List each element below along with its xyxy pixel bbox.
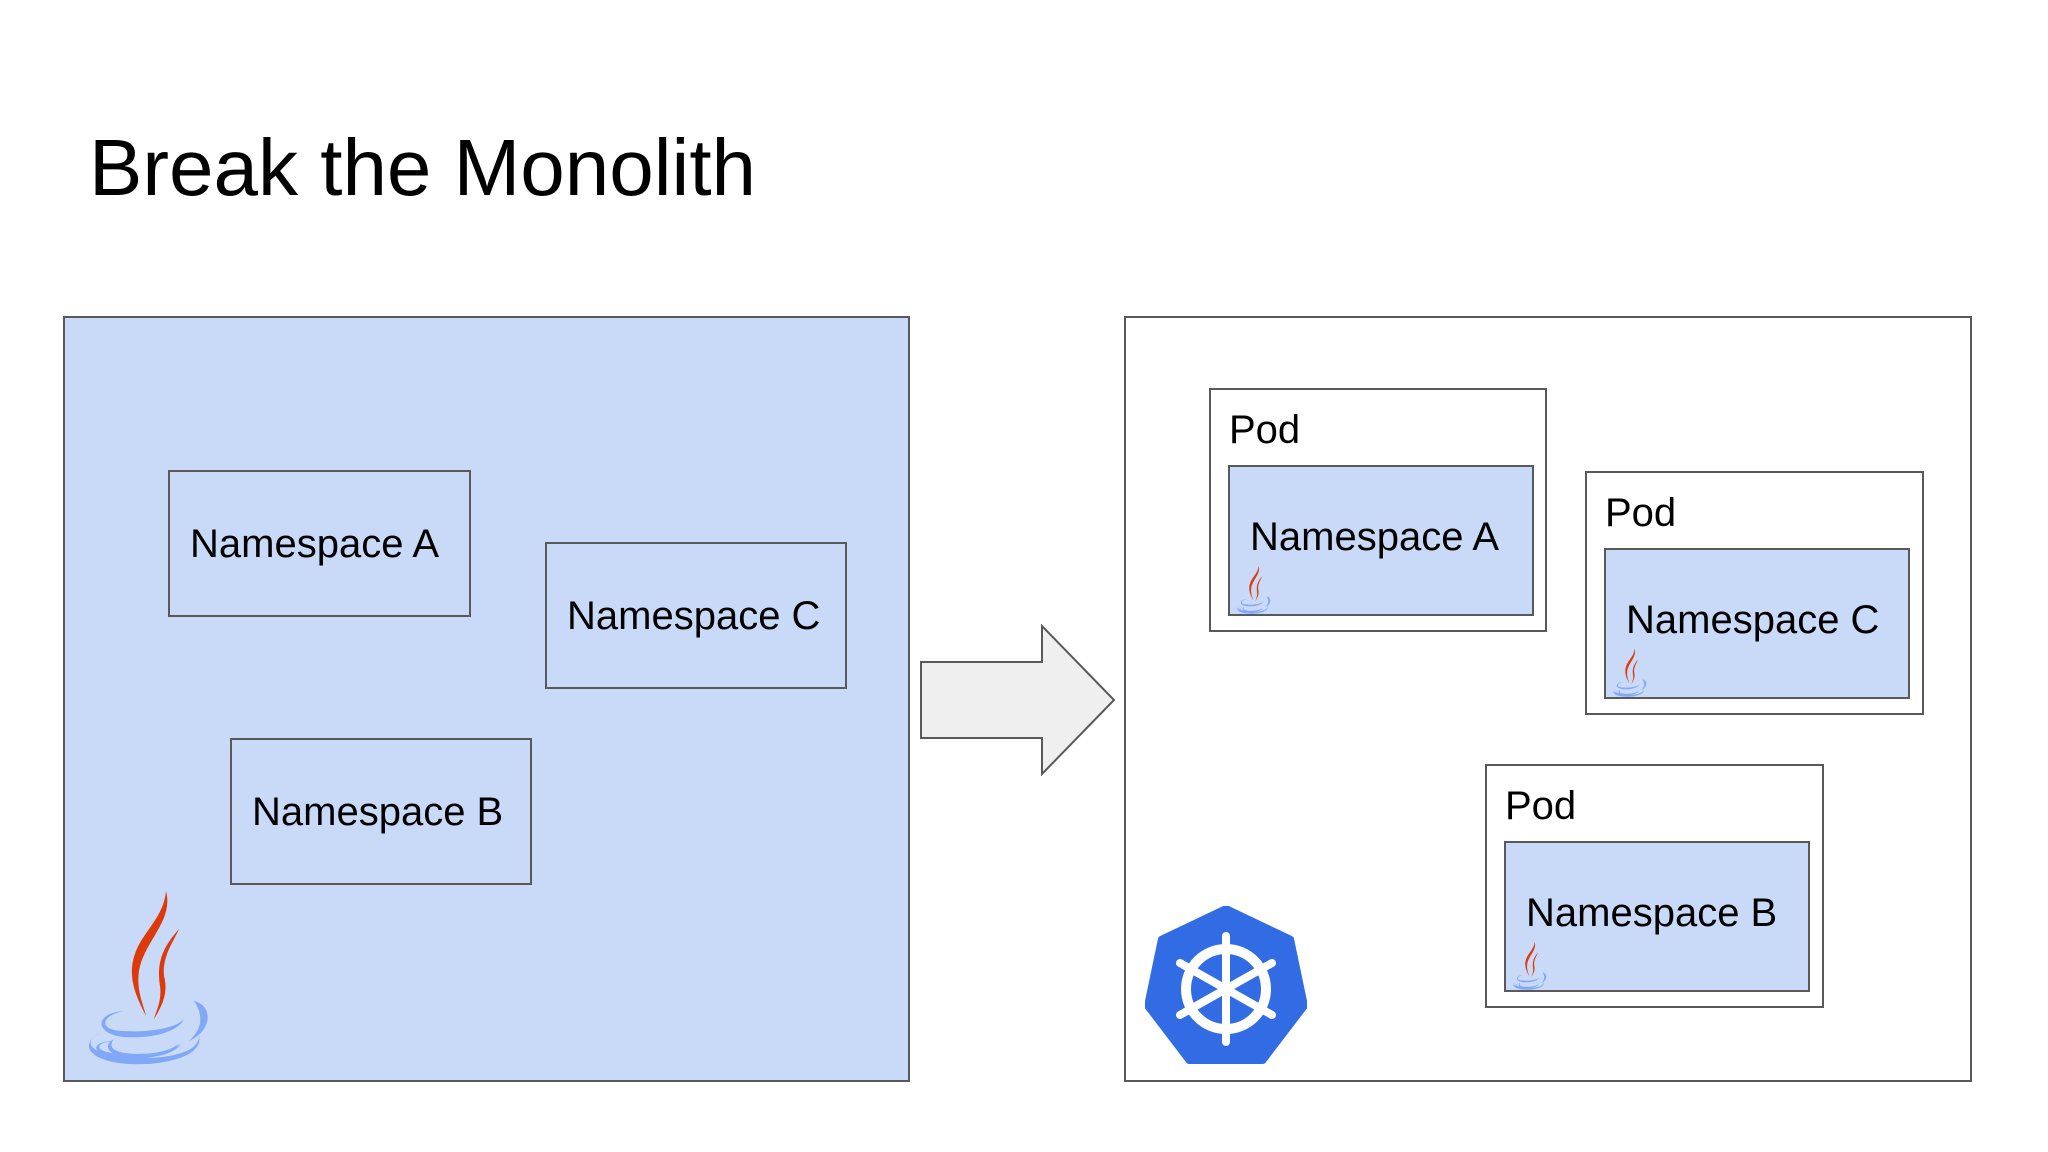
namespace-label: Namespace A [190, 522, 440, 566]
namespace-b-box: Namespace B [230, 738, 532, 885]
pod-label: Pod [1229, 408, 1301, 452]
pod-namespace-a: Namespace A [1228, 465, 1534, 616]
slide-title: Break the Monolith [89, 123, 757, 212]
pod-namespace-c: Namespace C [1604, 548, 1910, 699]
pod-c: Pod Namespace C [1585, 471, 1924, 715]
java-icon [1512, 940, 1548, 992]
namespace-label: Namespace A [1250, 515, 1500, 559]
monolith-box [63, 316, 910, 1082]
java-icon [84, 891, 214, 1066]
namespace-label: Namespace B [1526, 891, 1778, 935]
kubernetes-icon [1145, 906, 1307, 1064]
pod-namespace-b: Namespace B [1504, 841, 1810, 992]
pod-b: Pod Namespace B [1485, 764, 1824, 1008]
java-icon [1612, 647, 1648, 699]
pod-label: Pod [1505, 784, 1577, 828]
java-icon [1236, 564, 1272, 616]
namespace-label: Namespace B [252, 790, 504, 834]
pod-label: Pod [1605, 491, 1677, 535]
right-arrow-icon [920, 624, 1116, 776]
pod-a: Pod Namespace A [1209, 388, 1547, 632]
namespace-c-box: Namespace C [545, 542, 847, 689]
namespace-label: Namespace C [567, 594, 821, 638]
namespace-a-box: Namespace A [168, 470, 471, 617]
namespace-label: Namespace C [1626, 598, 1880, 642]
